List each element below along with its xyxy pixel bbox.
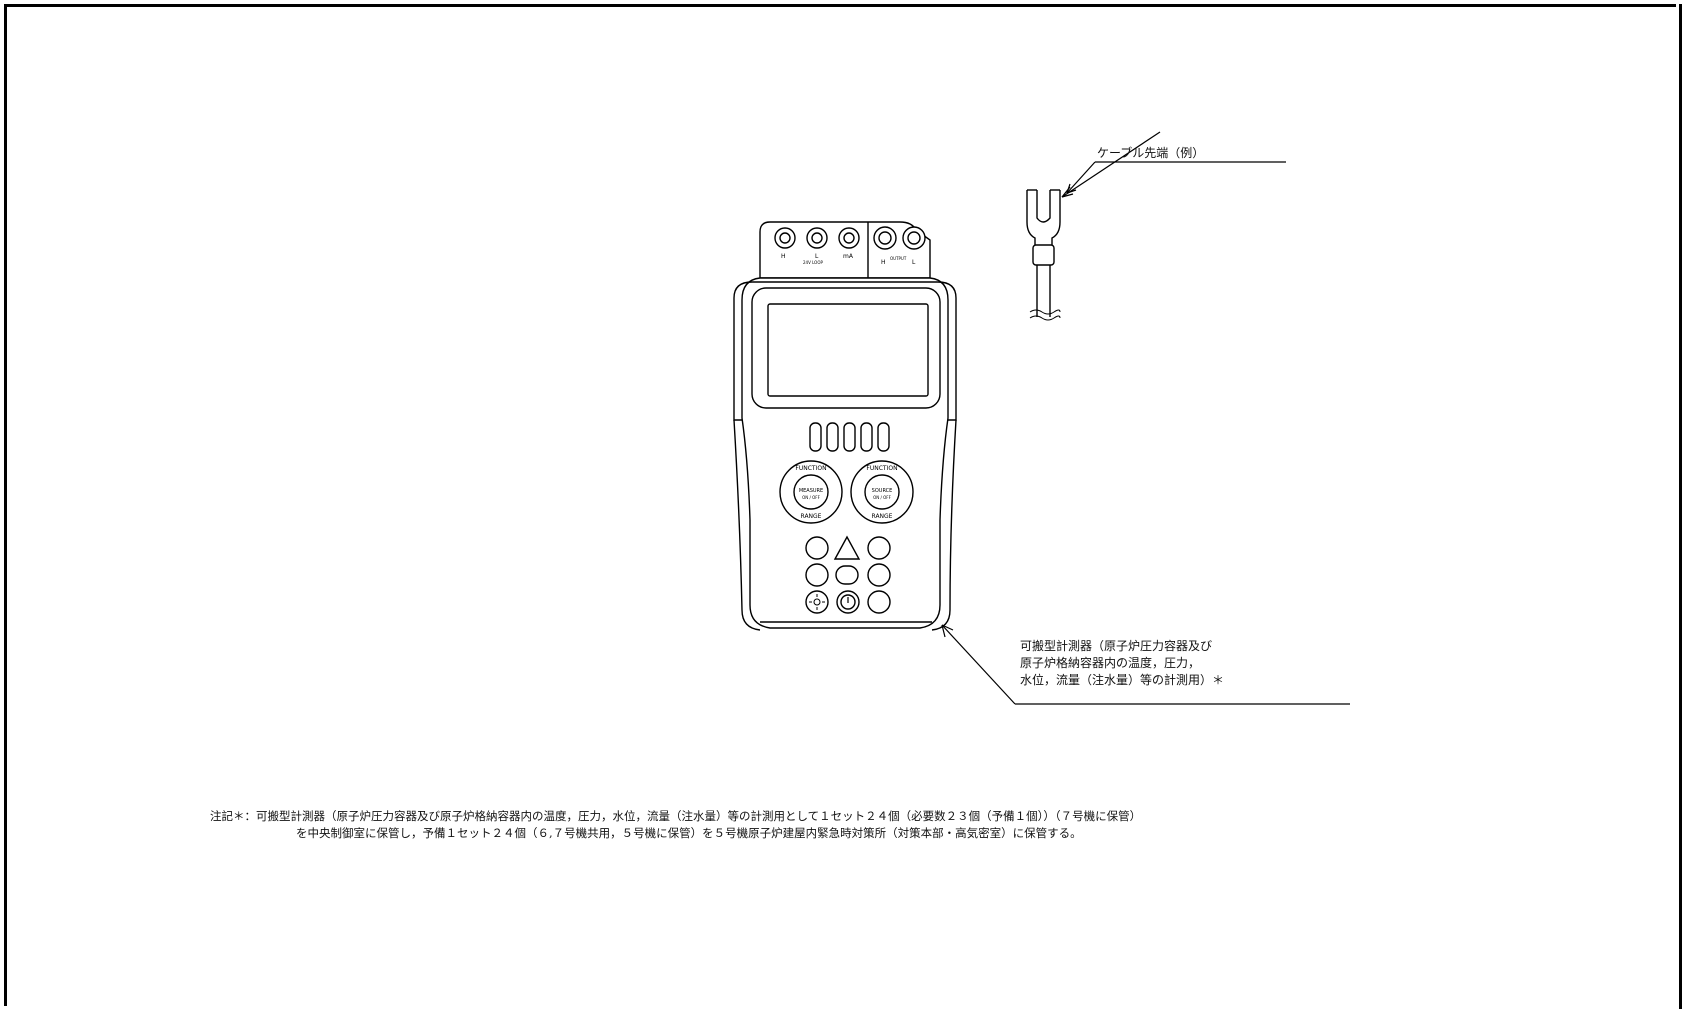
source-dial-sub: ON / OFF	[873, 495, 891, 500]
loop-caption: 24V LOOP	[803, 260, 823, 265]
measure-dial-top: FUNCTION	[795, 465, 826, 472]
soft-keys	[809, 422, 890, 452]
measure-dial-bottom: RANGE	[801, 513, 822, 520]
footnote-line-2: を中央制御室に保管し，予備１セット２４個（６,７号機共用，５号機に保管）を５号機…	[296, 826, 1082, 840]
footnote-line-1: 注記＊：可搬型計測器（原子炉圧力容器及び原子炉格納容器内の温度，圧力，水位，流量…	[210, 809, 1142, 823]
jack-label-h: H	[781, 253, 786, 260]
drawing-frame-right-edge	[1679, 4, 1682, 1009]
measure-dial-center: MEASURE	[799, 488, 823, 494]
meter-label-line-3: 水位，流量（注水量）等の計測用）＊	[1020, 673, 1225, 687]
drawing-frame	[4, 4, 1676, 1006]
keypad	[805, 535, 891, 614]
cable-leader	[1066, 161, 1286, 194]
jack-label-l: L	[815, 253, 819, 260]
meter-label: 可搬型計測器（原子炉圧力容器及び 原子炉格納容器内の温度，圧力， 水位，流量（注…	[1020, 638, 1224, 689]
source-dial-center: SOURCE	[872, 488, 893, 494]
meter-label-line-2: 原子炉格納容器内の温度，圧力，	[1020, 656, 1201, 670]
source-dial-bottom: RANGE	[872, 513, 893, 520]
cable-tip-label: ケーブル先端（例）	[1097, 146, 1205, 160]
output-caption: OUTPUT	[890, 256, 907, 261]
source-dial: FUNCTION SOURCE ON / OFF RANGE	[850, 460, 914, 524]
portable-meter: H L mA 24V LOOP H L OUTPUT	[733, 221, 957, 631]
jack-label-ma: mA	[843, 253, 854, 260]
source-dial-top: FUNCTION	[866, 465, 897, 472]
footnote: 注記＊：可搬型計測器（原子炉圧力容器及び原子炉格納容器内の温度，圧力，水位，流量…	[210, 808, 1141, 842]
out-label-l: L	[912, 259, 916, 266]
sun-icon	[809, 594, 825, 610]
cable-tip-illustration	[1026, 189, 1061, 321]
meter-label-line-1: 可搬型計測器（原子炉圧力容器及び	[1020, 639, 1213, 653]
measure-dial-sub: ON / OFF	[802, 495, 820, 500]
measure-dial: FUNCTION MEASURE ON / OFF RANGE	[779, 460, 843, 524]
out-label-h: H	[881, 259, 886, 266]
terminal-jacks	[774, 226, 926, 250]
cable-leader-line	[1061, 131, 1161, 198]
